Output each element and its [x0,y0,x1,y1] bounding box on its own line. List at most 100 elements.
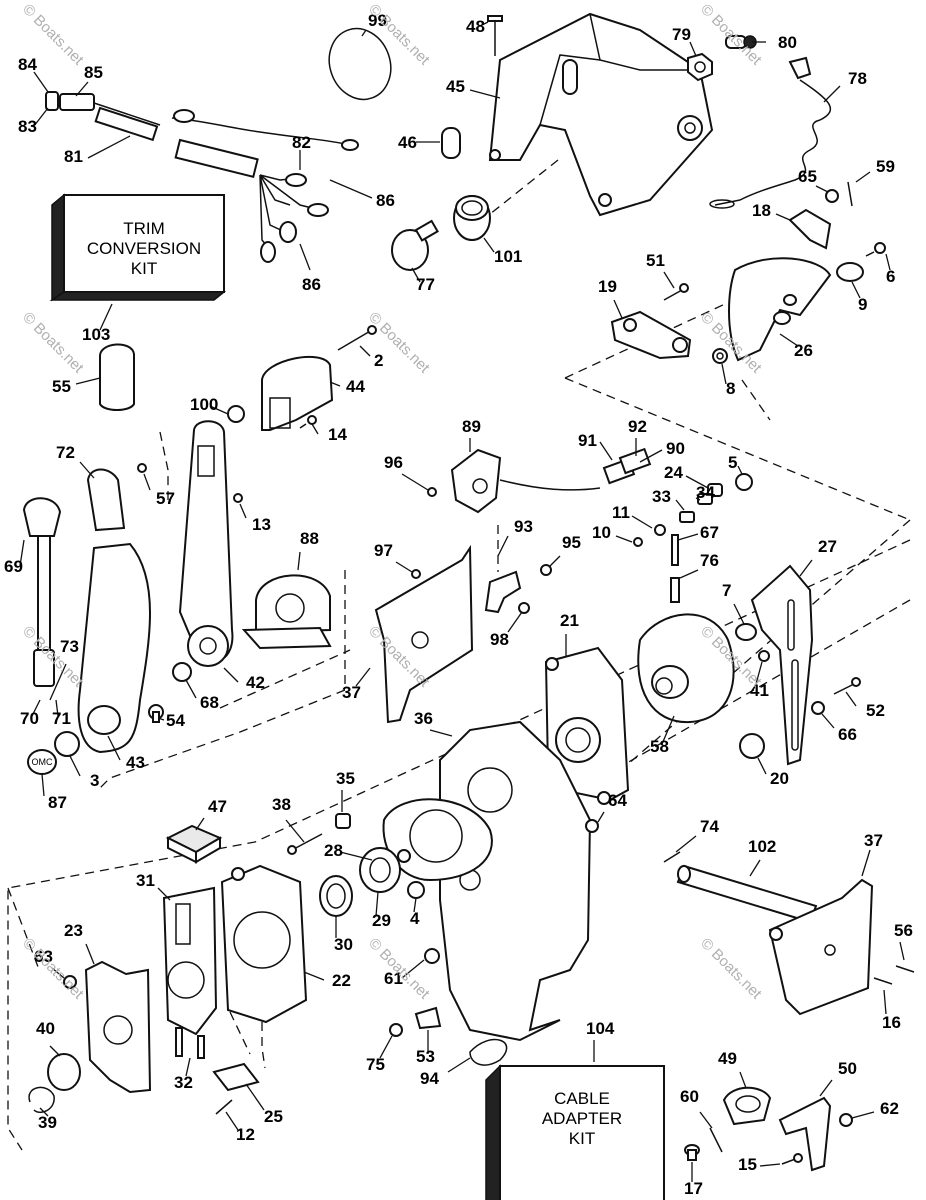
callout-23: 23 [64,921,83,940]
part-32-springs [175,1027,205,1059]
callout-52: 52 [866,701,885,720]
leader-70 [31,699,41,717]
leader-65 [815,185,829,193]
part-72-clip [86,468,126,532]
callout-42: 42 [246,673,265,692]
callout-75: 75 [366,1055,385,1074]
callout-71: 71 [52,709,71,728]
leader-98 [507,611,523,633]
callout-8: 8 [726,379,735,398]
leader-42 [223,667,239,683]
callout-45: 45 [446,77,465,96]
callout-48: 48 [466,17,485,36]
leader-11 [631,515,653,529]
part-75-nut [389,1023,403,1037]
leader-64 [597,811,605,823]
callout-85: 85 [84,63,103,82]
callout-74: 74 [700,817,719,836]
leader-77 [411,267,421,283]
callout-82: 82 [292,133,311,152]
leader-85 [75,81,89,97]
leader-37 [355,667,371,687]
part-62-nut [839,1113,853,1127]
callout-59: 59 [876,157,895,176]
part-49-clamp [722,1086,772,1126]
part-18-stop [788,208,832,250]
callout-86: 86 [302,275,321,294]
callout-54: 54 [166,711,185,730]
part-42-lever [178,420,234,667]
callout-19: 19 [598,277,617,296]
callout-70: 70 [20,709,39,728]
part-44-switch-cover [261,355,334,431]
callout-37: 37 [342,683,361,702]
part-35-spring [335,813,351,829]
callout-2: 2 [374,351,383,370]
part-100-bushing [227,405,245,423]
leader-20 [757,757,767,775]
callout-30: 30 [334,935,353,954]
callout-33: 33 [652,487,671,506]
callout-99: 99 [368,11,387,30]
leader-103 [99,303,113,331]
leader-18 [775,213,791,221]
callout-49: 49 [718,1049,737,1068]
part-30-ring [319,875,353,917]
part-8-nut [712,348,728,364]
leader-52 [845,691,857,707]
leader-71 [55,699,59,717]
callout-56: 56 [894,921,913,940]
watermark-text: © Boats.net [19,309,87,377]
trim-kit-line-1: TRIM [123,219,165,238]
callout-93: 93 [514,517,533,536]
callout-66: 66 [838,725,857,744]
leader-5 [737,465,743,475]
callout-44: 44 [346,377,365,396]
callout-58: 58 [650,737,669,756]
leader-31 [157,887,171,901]
callout-68: 68 [200,693,219,712]
leader-32 [185,1057,191,1077]
callout-94: 94 [420,1069,439,1088]
leader-13 [239,503,247,519]
part-11-nut [654,524,666,536]
leader-58 [661,715,675,745]
leader-7 [733,603,745,625]
leader-56 [899,941,905,961]
part-6-screw [865,242,886,257]
callout-80: 80 [778,33,797,52]
callout-18: 18 [752,201,771,220]
part-101-bushing [453,195,491,241]
part-33-spring [679,511,695,523]
trim-kit-line-2: CONVERSION [87,239,201,258]
part-64-nut [585,819,599,833]
callout-89: 89 [462,417,481,436]
part-4-pin [407,881,425,899]
part-97-screw [411,569,421,579]
callout-39: 39 [38,1113,57,1132]
part-78-lanyard [709,56,832,209]
callout-77: 77 [416,275,435,294]
leader-16 [883,989,887,1015]
part-17-pin [684,1144,700,1161]
leader-55 [75,377,101,385]
part-45-housing [488,12,714,217]
part-76-spring [670,577,680,603]
part-16-screw [873,977,893,985]
part-2-screw [337,325,377,351]
part-53-clip [414,1006,442,1030]
callout-83: 83 [18,117,37,136]
part-94-tie [469,1038,508,1066]
callout-53: 53 [416,1047,435,1066]
leader-41 [755,661,763,685]
part-74-screw [663,851,681,863]
callout-4: 4 [410,909,420,928]
callout-10: 10 [592,523,611,542]
part-98-nut [518,602,530,614]
leader-93 [497,535,509,557]
part-59-pin [847,181,853,207]
leader-38 [285,819,305,843]
callout-5: 5 [728,453,737,472]
callout-69: 69 [4,557,23,576]
